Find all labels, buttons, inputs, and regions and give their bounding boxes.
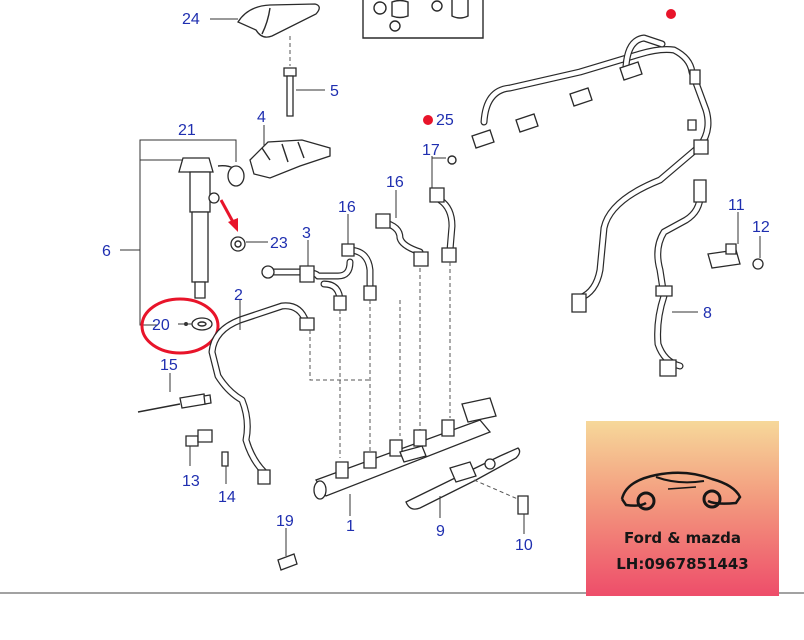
part-17-25-return-hose — [432, 34, 712, 313]
kit-inset-box — [362, 0, 484, 39]
label-16b: 16 — [386, 174, 404, 191]
dealer-watermark: Ford & mazda LH:0967851443 — [586, 421, 779, 596]
label-2: 2 — [234, 287, 243, 304]
label-19: 19 — [276, 513, 294, 530]
label-21: 21 — [178, 122, 196, 139]
label-11: 11 — [728, 197, 745, 214]
label-5: 5 — [330, 83, 339, 100]
part-1-fuel-rail — [313, 397, 497, 516]
label-4: 4 — [257, 109, 266, 126]
part-24-cover — [210, 3, 320, 38]
part-13-14-sensor — [185, 429, 229, 484]
label-24: 24 — [182, 11, 200, 28]
watermark-phone: LH:0967851443 — [616, 555, 749, 573]
part-10-bolt — [473, 479, 529, 534]
injector — [178, 157, 245, 299]
label-23: 23 — [270, 235, 288, 252]
label-1: 1 — [346, 518, 355, 535]
part-11-12-sensor — [707, 212, 764, 270]
part-20-seal — [178, 317, 213, 331]
part-3-pipe — [261, 240, 354, 311]
label-15: 15 — [160, 357, 178, 374]
part-8-hose — [654, 179, 707, 377]
part-16-pipes — [341, 156, 457, 301]
label-10: 10 — [515, 537, 533, 554]
assembly-dash-lines — [309, 262, 451, 458]
label-16a: 16 — [338, 199, 356, 216]
sports-car-icon — [620, 471, 742, 511]
part-15-glow-plug — [137, 373, 212, 413]
label-13: 13 — [182, 473, 200, 490]
part-23-washer — [230, 236, 268, 252]
label-9: 9 — [436, 523, 445, 540]
watermark-title: Ford & mazda — [624, 529, 741, 547]
label-6: 6 — [102, 243, 111, 260]
part-19-sleeve — [277, 528, 298, 571]
label-20: 20 — [152, 317, 170, 334]
highlight-circle — [140, 297, 220, 355]
red-marker-25 — [423, 115, 433, 125]
part-6-21-brackets — [120, 139, 237, 326]
part-5-bolt — [283, 36, 325, 117]
label-25: 25 — [436, 112, 454, 129]
red-marker-top-right — [666, 9, 676, 19]
red-arrow — [219, 199, 235, 223]
label-3: 3 — [302, 225, 311, 242]
label-14: 14 — [218, 489, 236, 506]
part-2-pipe — [208, 300, 315, 485]
label-17: 17 — [422, 142, 440, 159]
part-4-clamp — [249, 125, 331, 179]
red-arrow-head — [228, 218, 238, 232]
part-9-bracket — [405, 447, 521, 518]
label-8: 8 — [703, 305, 712, 322]
label-12: 12 — [752, 219, 770, 236]
